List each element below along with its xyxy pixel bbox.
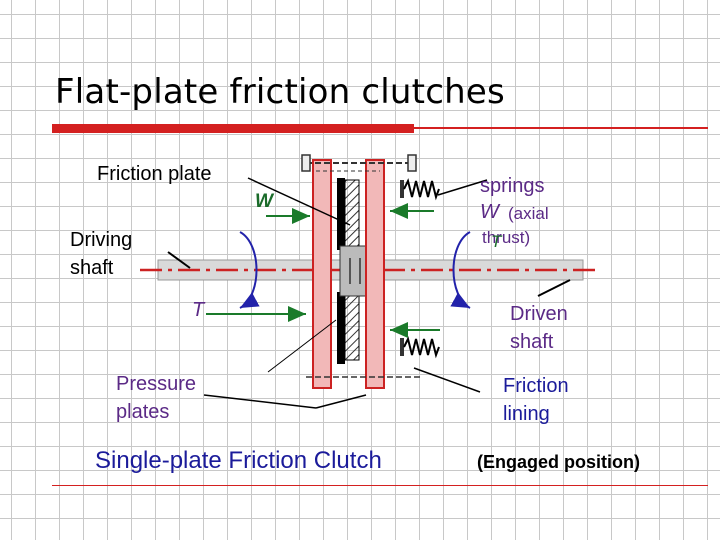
spring-bottom — [400, 336, 440, 359]
leader-lining — [267, 319, 337, 373]
torque-arrow-right — [450, 231, 471, 309]
leader-pressure-plates-1 — [203, 394, 317, 409]
label-springs: springs — [480, 175, 545, 197]
label-pressure-plates-2: plates — [116, 401, 170, 423]
label-t-left: T — [192, 299, 205, 321]
caption-sub: (Engaged position) — [477, 452, 640, 472]
torque-arrow-left — [239, 231, 260, 309]
leader-springs — [437, 179, 488, 196]
label-w-left: W — [255, 191, 273, 212]
top-bolt — [301, 154, 417, 172]
leader-driving-shaft — [167, 251, 191, 269]
page-title: Flat-plate friction clutches — [55, 72, 505, 112]
label-driven-shaft-2: shaft — [510, 331, 554, 353]
label-axial-thrust-1: (axial — [508, 204, 549, 223]
pressure-plate-left — [312, 159, 332, 389]
title-underline-bar — [52, 124, 414, 133]
title-underline-line — [414, 127, 708, 129]
label-driving-shaft-1: Driving — [70, 229, 133, 251]
label-friction-plate: Friction plate — [97, 163, 212, 185]
driven-shaft — [382, 259, 598, 281]
label-driving-shaft-2: shaft — [70, 257, 114, 279]
leader-driven-shaft — [537, 279, 571, 297]
label-axial-thrust-2: thrust) — [482, 228, 531, 247]
leader-friction-plate — [247, 177, 351, 226]
bottom-rule — [52, 485, 708, 486]
label-t-right: T — [491, 232, 502, 251]
label-w-right: W — [480, 201, 499, 223]
label-friction-lining-1: Friction — [503, 375, 569, 397]
label-friction-lining-2: lining — [503, 403, 550, 425]
caption-main: Single-plate Friction Clutch — [95, 447, 382, 474]
label-driven-shaft-1: Driven — [510, 303, 568, 325]
leader-pressure-plates-2 — [315, 394, 367, 409]
spring-top — [400, 178, 440, 201]
leader-friction-lining — [413, 367, 481, 393]
label-pressure-plates-1: Pressure — [116, 373, 197, 395]
pressure-plate-right — [365, 159, 385, 389]
friction-plate — [337, 178, 371, 364]
